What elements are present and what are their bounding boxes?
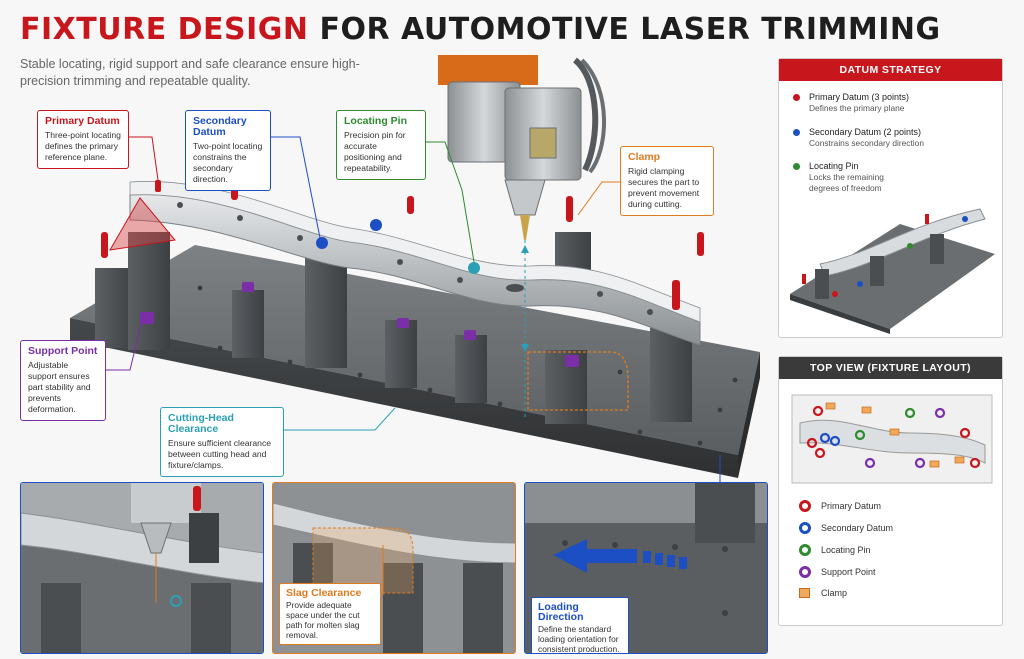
secondary-datum-marker-1 — [316, 237, 328, 249]
slag-clearance-title: Slag Clearance — [286, 587, 362, 599]
clearance-arrow-down — [521, 344, 529, 352]
top-view-panel: TOP VIEW (FIXTURE LAYOUT) Primary Datum … — [778, 356, 1003, 626]
callout-primary-datum-title: Primary Datum — [45, 115, 120, 127]
datum-strategy-panel: DATUM STRATEGY Primary Datum (3 points) … — [778, 58, 1003, 338]
inset-cutting-closeup — [20, 482, 264, 654]
datum-item-title: Secondary Datum (2 points) — [809, 127, 922, 137]
datum-item-title: Primary Datum (3 points) — [809, 92, 910, 102]
datum-item-title: Locating Pin — [809, 161, 859, 171]
green-dot-icon — [793, 163, 800, 170]
callout-primary-datum: Primary Datum Three-point locating defin… — [37, 110, 129, 169]
red-ring-icon — [799, 500, 811, 512]
callout-locating-pin: Locating Pin Precision pin for accurate … — [336, 110, 426, 180]
blue-dot-icon — [793, 129, 800, 136]
clearance-arrow-up — [521, 245, 529, 253]
callout-secondary-datum-text: Two-point locating constrains the second… — [193, 141, 263, 184]
legend-locating-pin: Locating Pin — [799, 543, 871, 557]
orange-square-icon — [799, 588, 810, 598]
legend-label: Clamp — [821, 588, 848, 598]
callout-cutting-head-clearance: Cutting-Head Clearance Ensure sufficient… — [160, 407, 284, 477]
laser-cutting-head — [438, 55, 606, 240]
purple-ring-icon — [799, 566, 811, 578]
title-highlight: FIXTURE DESIGN — [20, 12, 309, 47]
support-point-markers — [140, 282, 579, 367]
red-dot-icon — [793, 94, 800, 101]
inset-cutting-closeup-illustration — [21, 483, 263, 653]
datum-strategy-header: DATUM STRATEGY — [779, 59, 1002, 81]
loading-direction-text: Define the standard loading orientation … — [538, 624, 620, 654]
legend-label: Support Point — [821, 567, 876, 577]
top-view-layout-diagram — [791, 394, 993, 484]
automotive-part-rail — [129, 181, 701, 346]
callout-clamp-title: Clamp — [628, 151, 661, 163]
clamp-handles — [101, 180, 704, 310]
legend-label: Primary Datum — [821, 501, 882, 511]
legend-secondary-datum: Secondary Datum — [799, 521, 893, 535]
callout-primary-datum-text: Three-point locating defines the primary… — [45, 130, 121, 162]
page-subtitle: Stable locating, rigid support and safe … — [20, 57, 360, 88]
legend-label: Locating Pin — [821, 545, 871, 555]
green-ring-icon — [799, 544, 811, 556]
locating-pin-marker — [468, 262, 480, 274]
datum-item-desc: Constrains secondary direction — [809, 138, 924, 148]
datum-item-desc: Defines the primary plane — [809, 103, 905, 113]
inset-slag-clearance: Slag Clearance Provide adequate space un… — [272, 482, 516, 654]
legend-support-point: Support Point — [799, 565, 876, 579]
datum-item-secondary: Secondary Datum (2 points) Constrains se… — [793, 127, 992, 149]
loading-direction-title: Loading Direction — [538, 601, 584, 623]
support-blocks — [95, 232, 692, 424]
slag-clearance-text: Provide adequate space under the cut pat… — [286, 600, 360, 640]
datum-item-primary: Primary Datum (3 points) Defines the pri… — [793, 92, 992, 114]
legend-clamp: Clamp — [799, 586, 847, 600]
page-title: FIXTURE DESIGN FOR AUTOMOTIVE LASER TRIM… — [20, 12, 941, 47]
secondary-datum-marker-2 — [370, 219, 382, 231]
blue-ring-icon — [799, 522, 811, 534]
callout-secondary-datum: Secondary Datum Two-point locating const… — [185, 110, 271, 191]
callout-support-point: Support Point Adjustable support ensures… — [20, 340, 106, 421]
title-rest: FOR AUTOMOTIVE LASER TRIMMING — [319, 12, 941, 47]
callout-support-point-text: Adjustable support ensures part stabilit… — [28, 360, 91, 414]
slag-clearance-caption: Slag Clearance Provide adequate space un… — [279, 583, 381, 645]
datum-strategy-fixture-thumbnail — [790, 208, 995, 334]
top-view-header: TOP VIEW (FIXTURE LAYOUT) — [779, 357, 1002, 379]
callout-clamp: Clamp Rigid clamping secures the part to… — [620, 146, 714, 216]
callout-support-point-title: Support Point — [28, 345, 98, 357]
callout-clearance-title: Cutting-Head Clearance — [168, 412, 234, 435]
inset-loading-direction: Loading Direction Define the standard lo… — [524, 482, 768, 654]
callout-clamp-text: Rigid clamping secures the part to preve… — [628, 166, 700, 209]
callout-leader-lines — [106, 136, 721, 482]
callout-locating-pin-text: Precision pin for accurate positioning a… — [344, 130, 406, 173]
datum-item-desc: Locks the remaining degrees of freedom — [809, 172, 884, 193]
datum-item-locating-pin: Locating Pin Locks the remaining degrees… — [793, 161, 913, 194]
legend-primary-datum: Primary Datum — [799, 499, 881, 513]
callout-secondary-datum-title: Secondary Datum — [193, 115, 247, 138]
loading-direction-caption: Loading Direction Define the standard lo… — [531, 597, 629, 654]
callout-locating-pin-title: Locating Pin — [344, 115, 407, 127]
callout-clearance-text: Ensure sufficient clearance between cutt… — [168, 438, 272, 470]
primary-datum-plane — [109, 197, 176, 251]
legend-label: Secondary Datum — [821, 523, 894, 533]
